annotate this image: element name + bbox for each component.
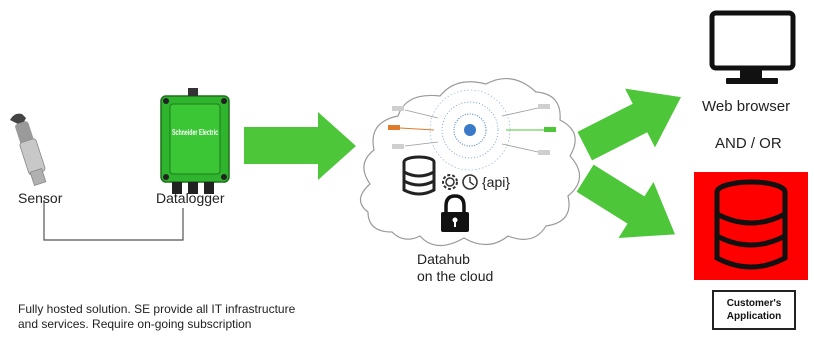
datalogger-brand: Schneider Electric [172, 128, 218, 137]
network-graphic [388, 89, 556, 171]
arrow-to-web-browser [577, 88, 681, 161]
web-browser-label: Web browser [702, 98, 791, 115]
datahub-label: Datahub [417, 251, 470, 267]
monitor-icon [709, 10, 796, 84]
cloud-shape [359, 77, 581, 247]
customer-database-icon [714, 179, 788, 270]
footer-note: Fully hosted solution. SE provide all IT… [18, 302, 295, 332]
arrow-to-datahub [244, 112, 356, 180]
datahub-sublabel: on the cloud [417, 268, 494, 284]
gear-icon [442, 174, 458, 190]
footer-line2: and services. Require on-going subscript… [18, 317, 252, 331]
api-text: {api} [482, 174, 510, 190]
footer-line1: Fully hosted solution. SE provide all IT… [18, 302, 296, 316]
sensor-label: Sensor [18, 190, 63, 206]
datalogger-icon [160, 88, 230, 194]
customer-app-line1: Customer's [726, 298, 782, 309]
sensor-cable [43, 200, 184, 241]
and-or-label: AND / OR [715, 135, 782, 152]
sensor-icon [10, 113, 47, 187]
lock-icon [441, 194, 469, 232]
clock-icon [462, 174, 478, 190]
datalogger-label: Datalogger [156, 190, 225, 206]
customer-app-line2: Application [726, 311, 782, 322]
customer-application-box: Customer's Application [712, 290, 796, 330]
arrow-to-customer-db [576, 164, 676, 238]
database-icon [402, 155, 436, 196]
